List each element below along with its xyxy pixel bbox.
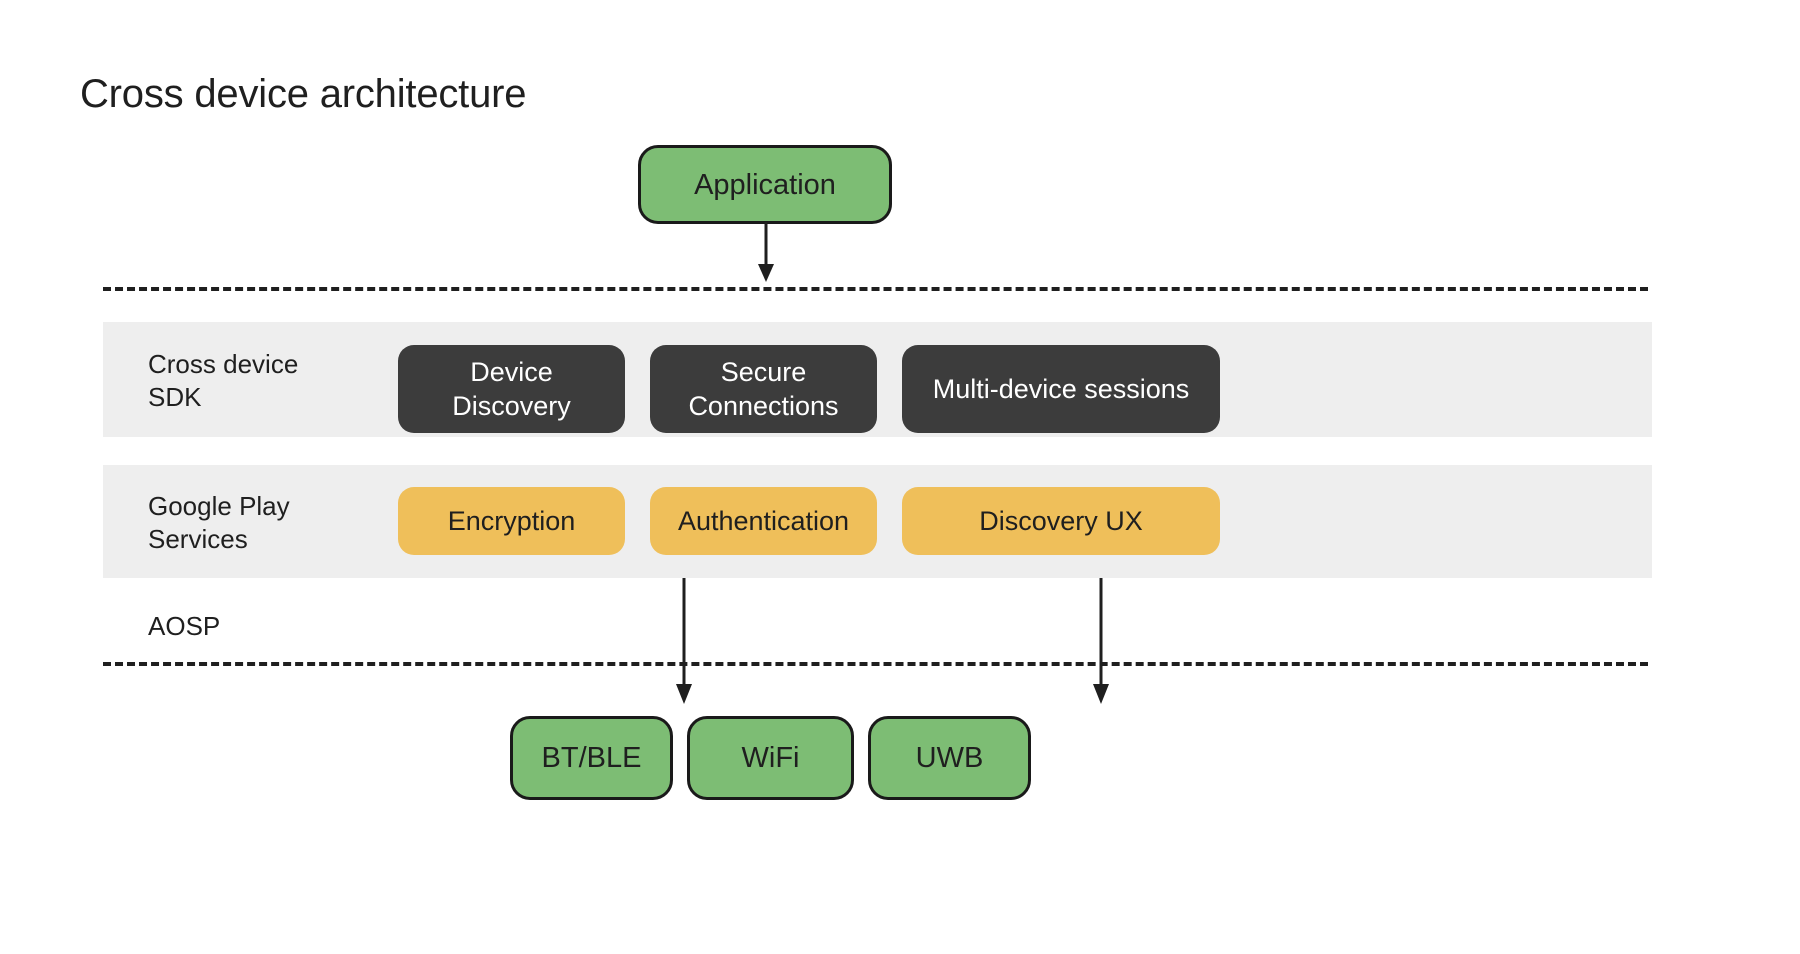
application-node[interactable]: Application bbox=[638, 145, 892, 224]
arrow-encryption-to-btble bbox=[672, 578, 696, 711]
gps-box-authentication[interactable]: Authentication bbox=[650, 487, 877, 555]
arrow-application-to-sdk bbox=[754, 222, 778, 289]
page-title: Cross device architecture bbox=[80, 72, 527, 116]
sdk-box-multi-device-sessions[interactable]: Multi-device sessions bbox=[902, 345, 1220, 433]
transport-box-uwb[interactable]: UWB bbox=[868, 716, 1031, 800]
sdk-box-device-discovery[interactable]: Device Discovery bbox=[398, 345, 625, 433]
transport-box-bt-ble[interactable]: BT/BLE bbox=[510, 716, 673, 800]
layer-band-google-play-services bbox=[103, 465, 1652, 578]
layer-label-aosp: AOSP bbox=[148, 611, 221, 641]
dashed-separator-top bbox=[103, 287, 1648, 291]
dashed-separator-bottom bbox=[103, 662, 1648, 666]
gps-box-discovery-ux[interactable]: Discovery UX bbox=[902, 487, 1220, 555]
layer-label-google-play-services: Google Play Services bbox=[148, 491, 290, 554]
arrow-discovery-ux-to-uwb bbox=[1089, 578, 1113, 711]
layer-label-cross-device-sdk: Cross device SDK bbox=[148, 349, 299, 412]
layer-band-cross-device-sdk bbox=[103, 322, 1652, 437]
gps-box-encryption[interactable]: Encryption bbox=[398, 487, 625, 555]
sdk-box-secure-connections[interactable]: Secure Connections bbox=[650, 345, 877, 433]
transport-box-wifi[interactable]: WiFi bbox=[687, 716, 854, 800]
